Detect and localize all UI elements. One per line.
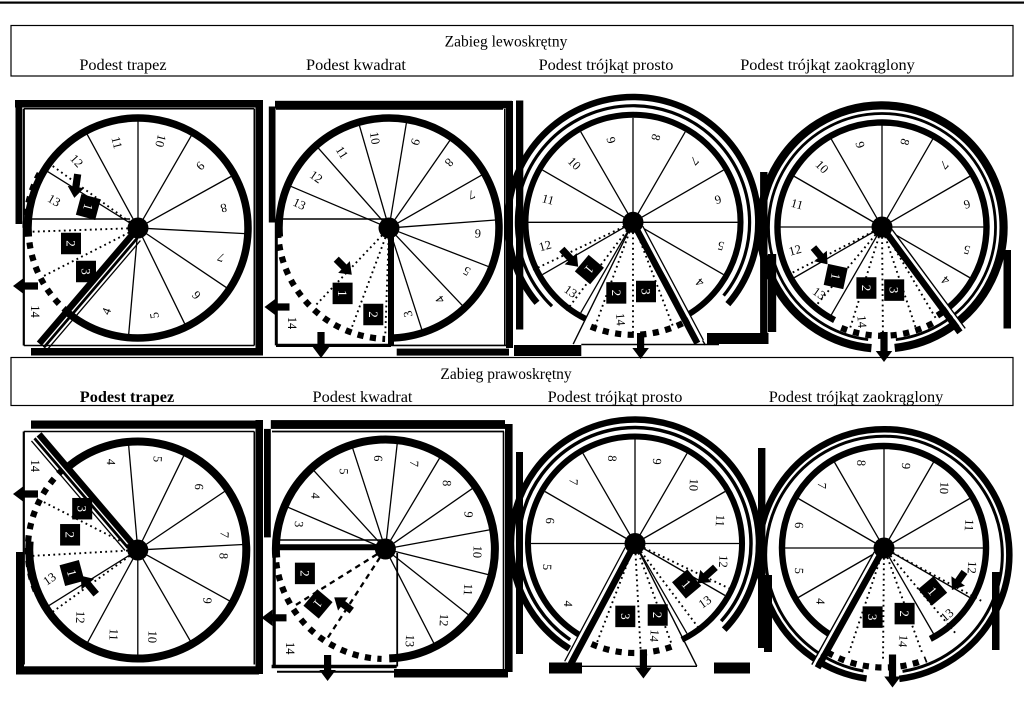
svg-text:9: 9 (899, 462, 913, 469)
svg-text:10: 10 (937, 481, 952, 494)
svg-text:14: 14 (28, 305, 42, 318)
svg-text:6: 6 (792, 522, 806, 529)
svg-text:3: 3 (618, 613, 633, 620)
svg-text:6: 6 (371, 455, 385, 462)
svg-text:8: 8 (605, 455, 619, 462)
svg-text:10: 10 (145, 630, 160, 643)
svg-text:14: 14 (647, 629, 662, 643)
svg-text:12: 12 (787, 242, 803, 259)
svg-text:11: 11 (461, 583, 476, 596)
svg-text:9: 9 (603, 135, 618, 145)
svg-text:4: 4 (561, 600, 575, 608)
svg-text:14: 14 (854, 315, 869, 329)
svg-text:11: 11 (108, 135, 124, 150)
svg-text:5: 5 (147, 311, 162, 320)
svg-text:5: 5 (716, 238, 726, 253)
svg-text:2: 2 (64, 240, 79, 247)
svg-text:Podest trapez: Podest trapez (79, 55, 166, 74)
svg-text:8: 8 (648, 132, 663, 142)
svg-text:8: 8 (216, 553, 230, 560)
svg-text:9: 9 (461, 511, 475, 518)
svg-text:3: 3 (865, 614, 880, 621)
svg-text:7: 7 (217, 531, 231, 538)
svg-text:4: 4 (813, 598, 827, 606)
svg-text:Podest kwadrat: Podest kwadrat (306, 55, 406, 74)
svg-text:8: 8 (897, 137, 912, 147)
svg-text:Zabieg lewoskrętny: Zabieg lewoskrętny (445, 34, 568, 51)
svg-text:13: 13 (291, 195, 308, 213)
svg-text:Podest trójkąt prosto: Podest trójkąt prosto (539, 55, 674, 74)
svg-text:7: 7 (407, 460, 421, 467)
svg-text:12: 12 (436, 613, 451, 626)
svg-text:6: 6 (962, 197, 972, 212)
svg-text:11: 11 (962, 519, 977, 532)
svg-text:12: 12 (965, 561, 980, 574)
svg-text:2: 2 (297, 570, 312, 577)
svg-text:8: 8 (854, 460, 868, 467)
svg-text:10: 10 (152, 133, 169, 149)
svg-text:3: 3 (401, 309, 416, 318)
svg-text:11: 11 (789, 196, 804, 213)
svg-text:Podest trójkąt prosto: Podest trójkąt prosto (548, 387, 683, 406)
svg-text:7: 7 (566, 478, 580, 485)
svg-text:8: 8 (219, 200, 228, 215)
svg-text:7: 7 (466, 187, 477, 202)
svg-text:3: 3 (887, 287, 902, 294)
svg-text:7: 7 (815, 482, 829, 489)
svg-text:5: 5 (150, 456, 164, 463)
svg-text:5: 5 (792, 567, 806, 574)
svg-text:2: 2 (609, 290, 624, 297)
svg-text:9: 9 (650, 458, 664, 465)
svg-text:5: 5 (962, 242, 972, 257)
svg-text:10: 10 (470, 545, 485, 558)
svg-text:1: 1 (828, 272, 844, 281)
svg-text:2: 2 (63, 532, 78, 539)
svg-text:3: 3 (79, 268, 94, 275)
svg-text:3: 3 (75, 505, 90, 512)
svg-text:Podest trójkąt zaokrąglony: Podest trójkąt zaokrąglony (769, 387, 944, 406)
svg-text:10: 10 (686, 478, 701, 491)
svg-text:13: 13 (45, 191, 63, 209)
svg-text:Podest trapez: Podest trapez (80, 387, 175, 406)
svg-text:Podest kwadrat: Podest kwadrat (313, 387, 413, 406)
svg-text:4: 4 (99, 305, 115, 316)
svg-text:12: 12 (716, 555, 731, 568)
svg-text:2: 2 (366, 311, 381, 318)
svg-text:6: 6 (713, 192, 723, 207)
svg-text:1: 1 (64, 568, 80, 578)
svg-text:2: 2 (650, 612, 665, 619)
svg-text:4: 4 (308, 492, 322, 500)
svg-text:Podest trójkąt zaokrąglony: Podest trójkąt zaokrąglony (740, 55, 915, 74)
svg-text:14: 14 (613, 313, 628, 327)
svg-text:14: 14 (896, 634, 911, 648)
svg-text:1: 1 (335, 290, 350, 297)
svg-text:2: 2 (897, 610, 912, 617)
svg-text:6: 6 (543, 517, 557, 524)
svg-text:4: 4 (104, 459, 118, 467)
svg-text:12: 12 (537, 237, 553, 254)
svg-text:14: 14 (28, 460, 42, 473)
svg-text:12: 12 (73, 611, 88, 624)
svg-text:8: 8 (440, 480, 454, 487)
svg-text:5: 5 (540, 564, 554, 571)
svg-text:9: 9 (200, 597, 214, 604)
svg-text:Zabieg prawoskrętny: Zabieg prawoskrętny (440, 366, 572, 383)
svg-text:5: 5 (337, 468, 351, 475)
svg-text:6: 6 (192, 483, 206, 490)
svg-text:13: 13 (403, 634, 418, 647)
svg-text:14: 14 (285, 317, 299, 330)
svg-text:11: 11 (713, 514, 728, 527)
svg-text:3: 3 (292, 521, 306, 528)
svg-text:3: 3 (639, 288, 654, 295)
svg-text:14: 14 (283, 642, 297, 655)
svg-text:10: 10 (367, 131, 383, 146)
svg-text:1: 1 (80, 202, 96, 212)
svg-text:2: 2 (859, 285, 874, 292)
svg-text:9: 9 (852, 140, 867, 150)
svg-text:7: 7 (216, 250, 227, 265)
svg-text:9: 9 (408, 137, 423, 147)
svg-text:6: 6 (474, 226, 481, 240)
svg-text:11: 11 (540, 191, 555, 208)
svg-text:11: 11 (106, 628, 121, 641)
